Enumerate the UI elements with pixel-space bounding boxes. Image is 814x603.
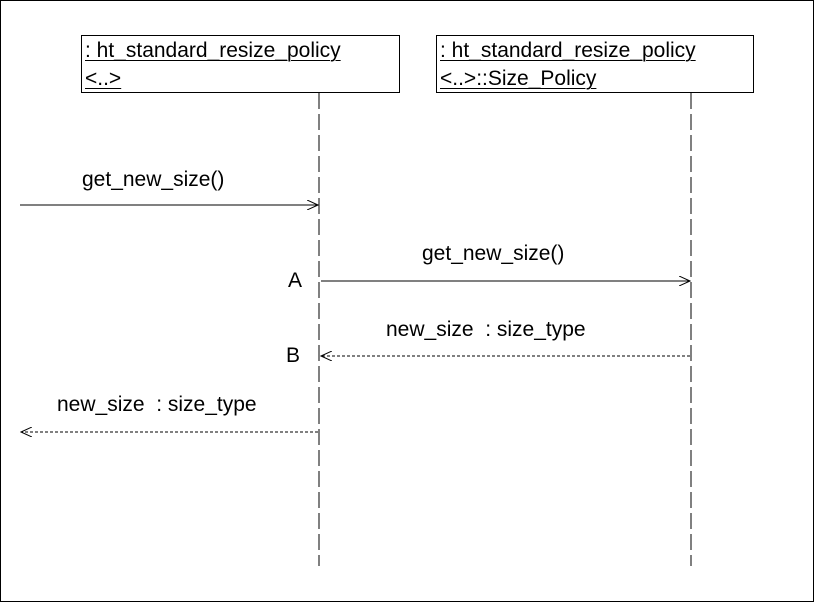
object-1-template: <..> xyxy=(85,67,122,90)
message-3-label: new_size : size_type xyxy=(386,318,586,341)
message-1-label: get_new_size() xyxy=(82,168,225,191)
point-label-b: B xyxy=(286,344,301,367)
object-1-name: : ht_standard_resize_policy xyxy=(85,39,341,62)
object-box-1: : ht_standard_resize_policy <..> xyxy=(81,35,400,93)
object-2-template: <..>::Size_Policy xyxy=(440,67,597,90)
point-label-a: A xyxy=(288,269,303,292)
object-2-name: : ht_standard_resize_policy xyxy=(440,39,696,62)
message-2-label: get_new_size() xyxy=(422,242,565,265)
message-4-label: new_size : size_type xyxy=(57,393,257,416)
object-box-2: : ht_standard_resize_policy <..>::Size_P… xyxy=(436,35,754,93)
